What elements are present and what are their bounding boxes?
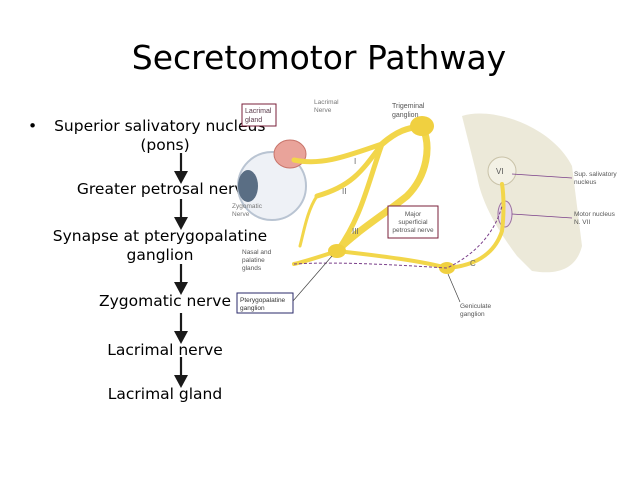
slide-title: Secretomotor Pathway <box>131 38 507 77</box>
parasympathetic-path <box>293 205 503 269</box>
geniculate-ganglion-shape <box>439 262 455 274</box>
flow-step-ganglion: ganglion <box>126 246 194 264</box>
label-roman-vi: VI <box>496 167 504 176</box>
brainstem-shape <box>462 113 582 273</box>
svg-text:superficial: superficial <box>398 219 428 226</box>
svg-text:ganglion: ganglion <box>240 305 265 312</box>
label-pterygopalatine: Pterygopalatine <box>240 297 286 304</box>
label-c: C <box>470 259 476 268</box>
flow-step-zygomatic-nerve: Zygomatic nerve <box>99 292 231 310</box>
pterygopalatine-ganglion-shape <box>328 244 346 258</box>
label-lacrimal-gland: Lacrimal <box>245 108 272 115</box>
bullet-marker: • <box>28 117 38 135</box>
svg-text:gland: gland <box>245 117 262 124</box>
label-trigeminal-ganglion: Trigeminal <box>392 103 425 110</box>
flow-step-lacrimal-gland: Lacrimal gland <box>107 385 223 403</box>
pointer-line <box>447 273 461 303</box>
step-text: Superior salivatory nucleus <box>54 117 266 135</box>
flow-step-greater-petrosal-nerve: Greater petrosal nerve <box>76 180 254 198</box>
lacrimal-gland-shape <box>273 139 307 169</box>
svg-text:ganglion: ganglion <box>392 112 419 119</box>
svg-text:nucleus: nucleus <box>574 179 597 186</box>
pointer-line <box>292 255 333 302</box>
anatomy-diagram: Lacrimal gland Lacrimal Nerve Trigeminal… <box>232 99 617 318</box>
label-lacrimal-nerve: Lacrimal <box>314 99 339 106</box>
label-sup-salivatory: Sup. salivatory <box>574 171 617 178</box>
svg-text:N. VII: N. VII <box>574 219 590 226</box>
arrow-down-icon <box>174 264 188 295</box>
arrow-down-icon <box>174 199 188 230</box>
flow-step-superior-salivatory-nucleus: • Superior salivatory nucleus <box>28 117 265 135</box>
eye-iris <box>238 170 258 202</box>
label-roman-i: I <box>354 157 356 166</box>
label-motor-nucleus: Motor nucleus <box>574 211 616 218</box>
label-zygomatic-nerve: Zygomatic <box>232 203 263 210</box>
label-geniculate: Geniculate <box>460 303 491 310</box>
arrow-down-icon <box>174 313 188 344</box>
svg-text:palatine: palatine <box>242 257 265 264</box>
svg-text:ganglion: ganglion <box>460 311 485 318</box>
flow-step-synapse: Synapse at pterygopalatine <box>52 227 268 245</box>
nerve-paths <box>291 122 506 270</box>
pointer-line <box>511 173 573 179</box>
arrow-down-icon <box>174 357 188 388</box>
trigeminal-ganglion-shape <box>410 116 434 136</box>
svg-text:petrosal nerve: petrosal nerve <box>392 227 434 234</box>
major-petrosal-label-box <box>387 205 439 239</box>
lacrimal-gland-label-box <box>241 103 277 127</box>
label-roman-iii: III <box>352 227 359 236</box>
flow-step-pons: (pons) <box>140 136 190 154</box>
svg-text:Nerve: Nerve <box>232 211 250 218</box>
svg-text:glands: glands <box>242 265 262 272</box>
svg-text:Nerve: Nerve <box>314 107 332 114</box>
pointer-line <box>511 213 573 219</box>
arrow-down-icon <box>174 153 188 184</box>
label-roman-ii: II <box>342 187 346 196</box>
label-nasal-palatine: Nasal and <box>242 249 272 256</box>
pterygopalatine-label-box <box>236 292 294 314</box>
label-major-petrosal: Major <box>405 211 422 218</box>
flow-step-lacrimal-nerve: Lacrimal nerve <box>107 341 223 359</box>
